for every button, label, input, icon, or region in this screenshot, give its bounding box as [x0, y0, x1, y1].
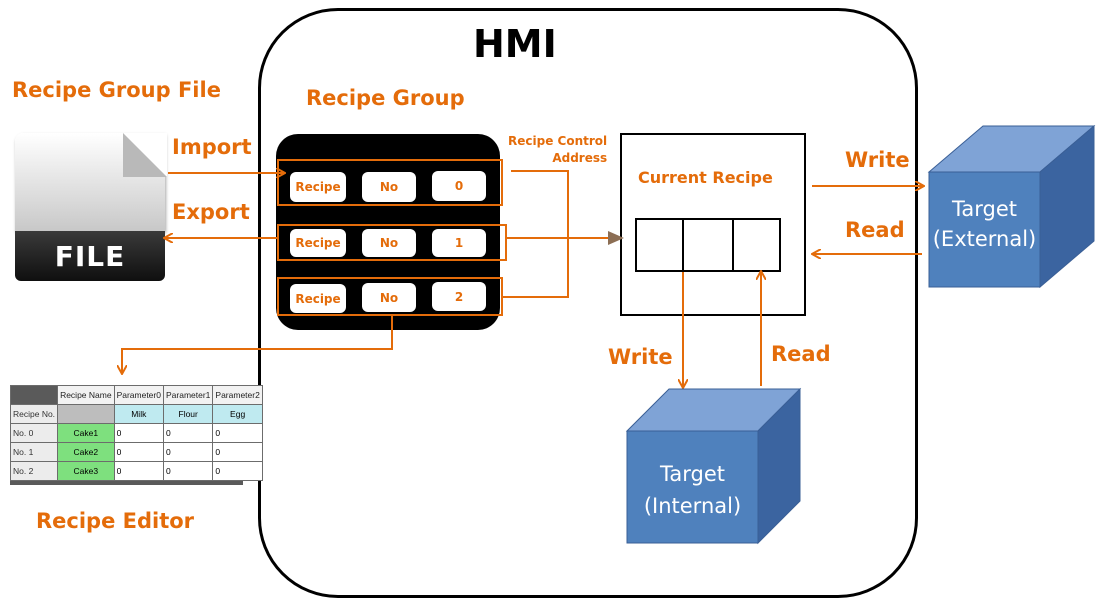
editor-row-no: No. 0 [9, 423, 59, 443]
editor-row-no: No. 2 [9, 461, 59, 481]
recipe-group-label: Recipe Group [306, 86, 465, 110]
export-label: Export [172, 200, 250, 224]
editor-cell: 0 [113, 461, 164, 481]
editor-param-name: Egg [212, 404, 263, 424]
write-internal-label: Write [608, 345, 673, 369]
recipe-control-address-label: Recipe Control Address [508, 134, 608, 165]
editor-row-name: Cake3 [57, 461, 115, 481]
file-icon-fold [123, 133, 167, 177]
recipe-editor-label: Recipe Editor [36, 509, 195, 533]
editor-cell: 0 [113, 442, 164, 462]
recipe-no-cell-2: No [362, 283, 416, 312]
editor-blank-cell [57, 404, 115, 424]
editor-row-no: No. 1 [9, 442, 59, 462]
recipe-row-frame-0 [277, 159, 503, 206]
table-row: No. 1 Cake2 0 0 0 [9, 442, 263, 462]
editor-header-param1: Parameter1 [162, 385, 214, 405]
write-external-label: Write [845, 148, 910, 172]
table-row: No. 0 Cake1 0 0 0 [9, 423, 263, 443]
recipe-group-file-label: Recipe Group File [12, 78, 221, 102]
recipe-index-cell-2: 2 [432, 282, 486, 311]
diagram-stage: HMI Recipe Group File Recipe Group Impor… [0, 8, 1096, 598]
editor-cell: 0 [162, 442, 214, 462]
recipe-no-cell-1: No [362, 229, 416, 257]
recipe-no-cell-0: No [362, 172, 416, 202]
recipe-row-frame-2 [277, 277, 503, 316]
hmi-title: HMI [473, 22, 557, 66]
recipe-cell-2: Recipe [290, 284, 346, 313]
editor-header-name: Recipe Name [57, 385, 115, 405]
target-external-cube [927, 124, 1096, 289]
to-editor-arrow [122, 316, 393, 372]
to-current-recipe-arrowhead [608, 231, 624, 245]
recipe-cell-1: Recipe [290, 229, 346, 257]
editor-cell: 0 [162, 461, 214, 481]
editor-header-param2: Parameter2 [212, 385, 263, 405]
recipe-index-cell-1: 1 [432, 229, 486, 257]
file-icon: FILE [15, 133, 167, 283]
row2-connector [503, 238, 569, 298]
hmi-container [258, 8, 918, 598]
editor-cell: 0 [212, 423, 263, 443]
editor-cell: 0 [113, 423, 164, 443]
editor-cell: 0 [212, 442, 263, 462]
editor-row-header: Recipe No. [9, 404, 59, 424]
target-external-label: Target (External) [932, 197, 1037, 251]
editor-row-name: Cake1 [57, 423, 115, 443]
import-label: Import [172, 135, 252, 159]
target-internal-cube [625, 387, 802, 545]
row0-connector [511, 170, 569, 238]
editor-param-name: Flour [162, 404, 214, 424]
table-row: No. 2 Cake3 0 0 0 [9, 461, 263, 481]
current-recipe-slots [635, 218, 781, 272]
file-icon-text: FILE [15, 231, 165, 281]
editor-cell: 0 [162, 423, 214, 443]
editor-row-name: Cake2 [57, 442, 115, 462]
read-external-label: Read [845, 218, 905, 242]
recipe-editor-table: Recipe Name Parameter0 Parameter1 Parame… [9, 385, 263, 485]
target-internal-label: Target (Internal) [643, 462, 742, 518]
editor-cell: 0 [212, 461, 263, 481]
editor-header-param0: Parameter0 [113, 385, 164, 405]
current-recipe-label: Current Recipe [638, 168, 773, 187]
recipe-cell-0: Recipe [290, 172, 346, 202]
recipe-row-frame-1 [277, 224, 507, 261]
read-internal-label: Read [771, 342, 831, 366]
diagram-graphics [0, 124, 1096, 545]
editor-param-name: Milk [113, 404, 164, 424]
recipe-index-cell-0: 0 [432, 171, 486, 201]
